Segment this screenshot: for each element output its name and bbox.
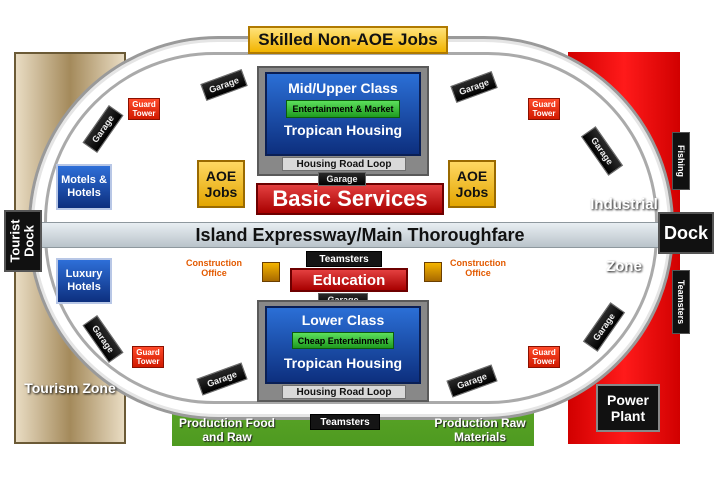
teamsters-industrial: Teamsters xyxy=(672,270,690,334)
power-plant: Power Plant xyxy=(596,384,660,432)
upper-housing-title: Mid/Upper Class xyxy=(288,80,398,96)
lower-housing-block: Lower Class Cheap Entertainment Tropican… xyxy=(265,306,421,384)
production-raw-label: Production Raw Materials xyxy=(434,416,526,444)
construction-office-label-right: Construction Office xyxy=(450,258,506,278)
guard-tower-bottom-left: Guard Tower xyxy=(132,346,164,368)
lower-housing-road-loop: Housing Road Loop xyxy=(282,385,406,399)
upper-entertainment-pill: Entertainment & Market xyxy=(286,100,400,118)
skilled-jobs-banner: Skilled Non-AOE Jobs xyxy=(248,26,448,54)
island-expressway: Island Expressway/Main Thoroughfare xyxy=(12,222,708,248)
construction-office-icon-left xyxy=(262,262,280,282)
upper-housing-block: Mid/Upper Class Entertainment & Market T… xyxy=(265,72,421,156)
lower-housing-subtitle: Tropican Housing xyxy=(283,355,403,371)
tourism-zone-label: Tourism Zone xyxy=(24,380,116,396)
upper-housing-road-loop: Housing Road Loop xyxy=(282,157,406,171)
fishing-label: Fishing xyxy=(676,145,686,177)
teamsters-bottom: Teamsters xyxy=(310,414,380,430)
lower-housing-title: Lower Class xyxy=(301,312,385,328)
teamsters-industrial-label: Teamsters xyxy=(676,279,687,325)
industrial-dock: Dock xyxy=(658,212,714,254)
industrial-zone-label-top: Industrial xyxy=(590,196,658,213)
construction-office-label-left: Construction Office xyxy=(186,258,242,278)
production-food-label: Production Food and Raw xyxy=(179,416,275,444)
tourist-dock-label: Tourist Dock xyxy=(8,219,37,263)
motels-hotels: Motels & Hotels xyxy=(56,164,112,210)
upper-housing-subtitle: Tropican Housing xyxy=(283,122,403,138)
aoe-jobs-left: AOE Jobs xyxy=(197,160,245,208)
guard-tower-top-left: Guard Tower xyxy=(128,98,160,120)
industrial-zone-label-bottom: Zone xyxy=(606,258,642,275)
luxury-hotels: Luxury Hotels xyxy=(56,258,112,304)
fishing: Fishing xyxy=(672,132,690,190)
lower-entertainment-pill: Cheap Entertainment xyxy=(292,332,394,349)
construction-office-icon-right xyxy=(424,262,442,282)
basic-services: Basic Services xyxy=(256,183,444,215)
garage-basic-services: Garage xyxy=(318,172,366,186)
teamsters-center: Teamsters xyxy=(306,251,382,267)
aoe-jobs-right: AOE Jobs xyxy=(448,160,496,208)
tourist-dock: Tourist Dock xyxy=(4,210,42,272)
guard-tower-bottom-right: Guard Tower xyxy=(528,346,560,368)
guard-tower-top-right: Guard Tower xyxy=(528,98,560,120)
education: Education xyxy=(290,268,408,292)
